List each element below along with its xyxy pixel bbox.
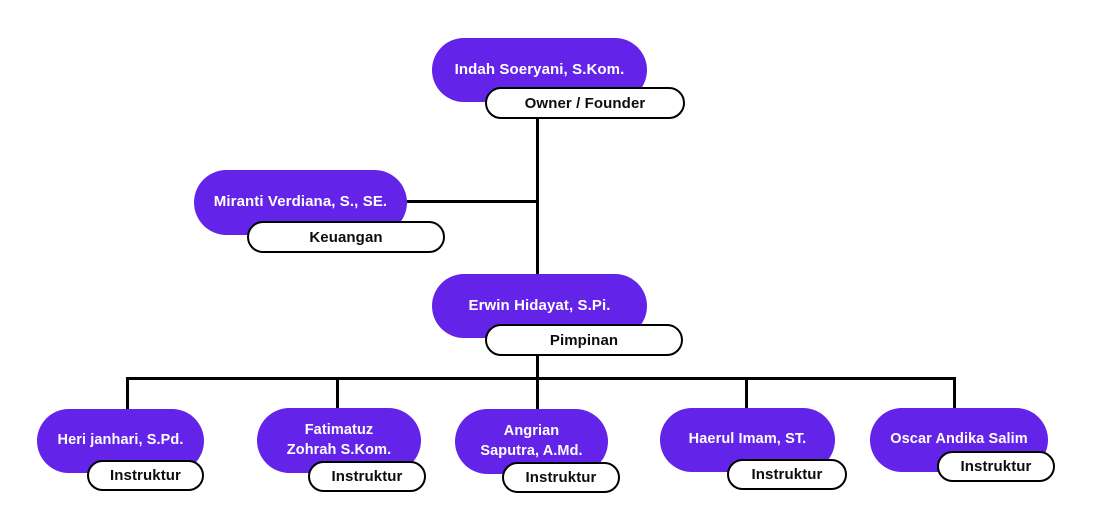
node-role: Instruktur	[960, 458, 1032, 475]
node-role: Keuangan	[309, 228, 383, 246]
role-pill-instruktur-5: Instruktur	[937, 451, 1055, 482]
node-name: Erwin Hidayat, S.Pi.	[468, 296, 611, 314]
connector-instruktur-bar	[126, 377, 956, 380]
node-name: Heri janhari, S.Pd.	[57, 432, 184, 449]
node-name: Miranti Verdiana, S., SE.	[213, 193, 388, 211]
connector-pimpinan-down	[536, 354, 539, 380]
node-name: Haerul Imam, ST.	[688, 431, 807, 448]
node-name: Indah Soeryani, S.Kom.	[454, 60, 625, 78]
role-pill-keuangan: Keuangan	[247, 221, 445, 253]
role-pill-pimpinan: Pimpinan	[485, 324, 683, 356]
role-pill-owner: Owner / Founder	[485, 87, 685, 119]
role-pill-instruktur-3: Instruktur	[502, 462, 620, 493]
name-pill-pimpinan: Erwin Hidayat, S.Pi.	[432, 274, 647, 338]
node-name: Angrian Saputra, A.Md.	[480, 422, 583, 459]
node-name: Fatimatuz Zohrah S.Kom.	[286, 421, 392, 458]
connector-keuangan-branch	[404, 200, 538, 203]
node-role: Pimpinan	[549, 331, 619, 349]
node-role: Owner / Founder	[524, 94, 646, 112]
node-name: Oscar Andika Salim	[890, 431, 1028, 448]
connector-drop-instruktur-5	[953, 377, 956, 410]
node-role: Instruktur	[751, 466, 823, 483]
role-pill-instruktur-2: Instruktur	[308, 461, 426, 492]
node-role: Instruktur	[109, 467, 181, 484]
connector-owner-to-pimpinan	[536, 118, 539, 276]
node-role: Instruktur	[331, 468, 403, 485]
connector-drop-instruktur-4	[745, 377, 748, 410]
connector-drop-instruktur-1	[126, 377, 129, 411]
role-pill-instruktur-1: Instruktur	[87, 460, 204, 491]
node-role: Instruktur	[525, 469, 597, 486]
connector-drop-instruktur-3	[536, 377, 539, 411]
connector-drop-instruktur-2	[336, 377, 339, 410]
role-pill-instruktur-4: Instruktur	[727, 459, 847, 490]
